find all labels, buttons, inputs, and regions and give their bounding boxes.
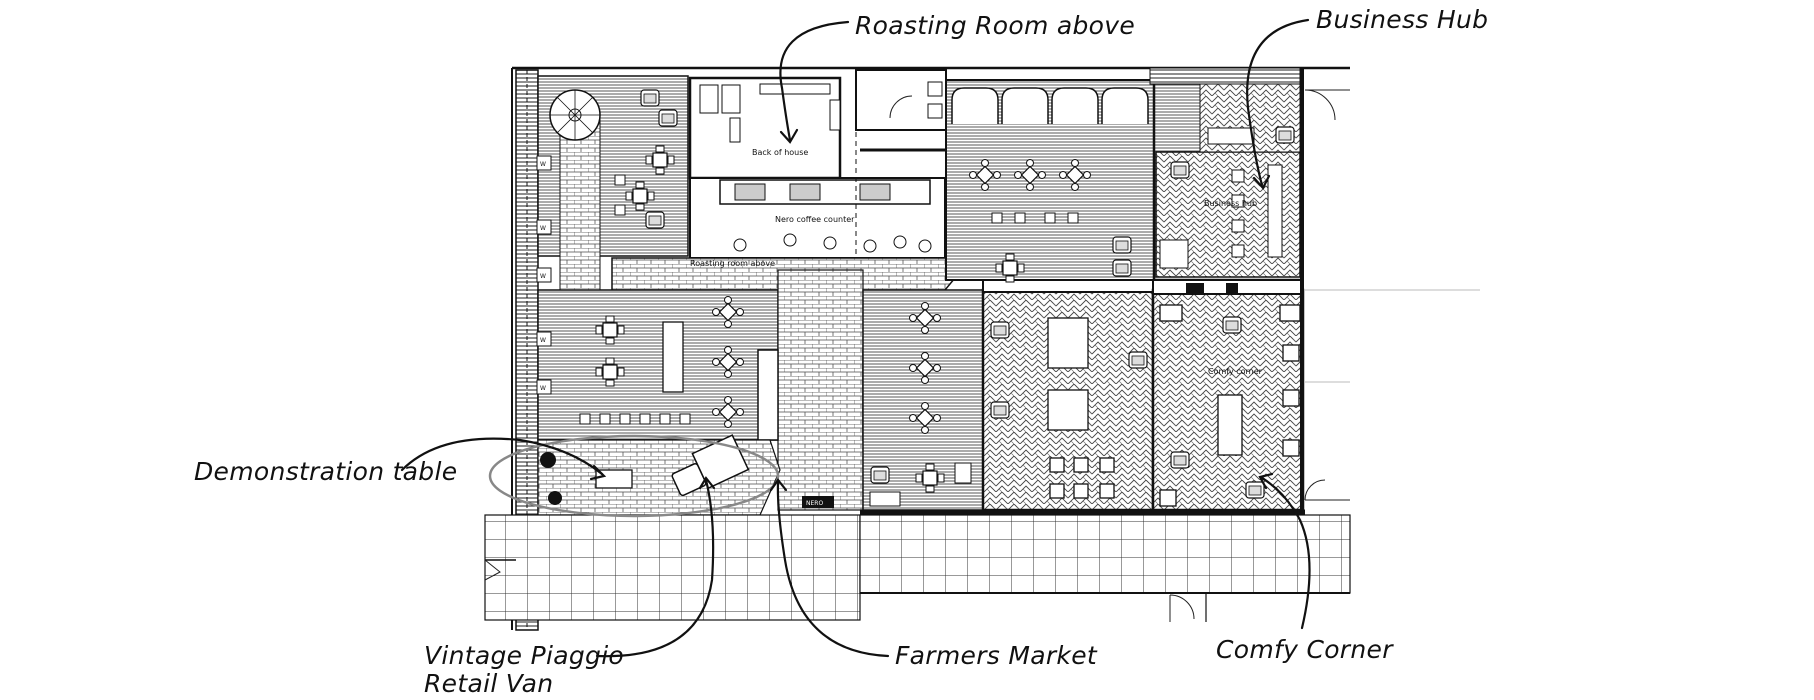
back-of-house-label: Back of house [752, 148, 808, 157]
furniture: W W W W W [488, 89, 1301, 518]
w-marker-3: W [540, 273, 546, 280]
leader-roasting-room-arrow [779, 128, 799, 144]
w-marker-5: W [540, 385, 546, 392]
w-marker-4: W [540, 337, 546, 344]
leader-vintage-van [595, 478, 715, 658]
w-marker-2: W [540, 225, 546, 232]
demonstration-zone-outline [488, 434, 780, 518]
leader-roasting-room [779, 20, 850, 142]
callout-vintage-van-line1: Vintage Piaggio [424, 641, 624, 670]
leader-farmers-market [776, 480, 890, 658]
leader-comfy-corner-arrow [1258, 472, 1274, 490]
roasting-room-above-label: Roasting room above [690, 259, 775, 268]
callout-vintage-van-line2: Retail Van [424, 669, 553, 698]
leader-demonstration-table [400, 437, 604, 476]
leader-business-hub-arrow [1252, 174, 1271, 190]
callout-comfy-corner: Comfy Corner [1216, 635, 1394, 664]
leader-demonstration-table-arrow [589, 464, 607, 481]
leader-comfy-corner [1260, 476, 1311, 630]
coffee-counter-label: Nero coffee counter [775, 215, 855, 224]
w-markers-left: W W W W W [536, 155, 552, 395]
callout-roasting-room: Roasting Room above [855, 11, 1135, 40]
callout-farmers-market: Farmers Market [895, 641, 1098, 670]
w-marker-1: W [540, 161, 546, 168]
leader-vintage-van-arrow [698, 476, 716, 490]
comfy-corner-label: Comfy corner [1208, 367, 1263, 376]
nero-sign: NERO [806, 500, 823, 507]
leader-farmers-market-arrow [769, 478, 788, 492]
callout-business-hub: Business Hub [1316, 5, 1488, 34]
callouts: Roasting Room above Business Hub Demonst… [194, 5, 1488, 698]
callout-demonstration-table: Demonstration table [194, 457, 457, 486]
business-hub-label: Business hub [1204, 199, 1257, 208]
demonstration-table [540, 452, 633, 505]
building [484, 66, 1480, 631]
leader-business-hub [1246, 18, 1310, 187]
plan-labels: Back of house Nero coffee counter Roasti… [690, 148, 1263, 508]
